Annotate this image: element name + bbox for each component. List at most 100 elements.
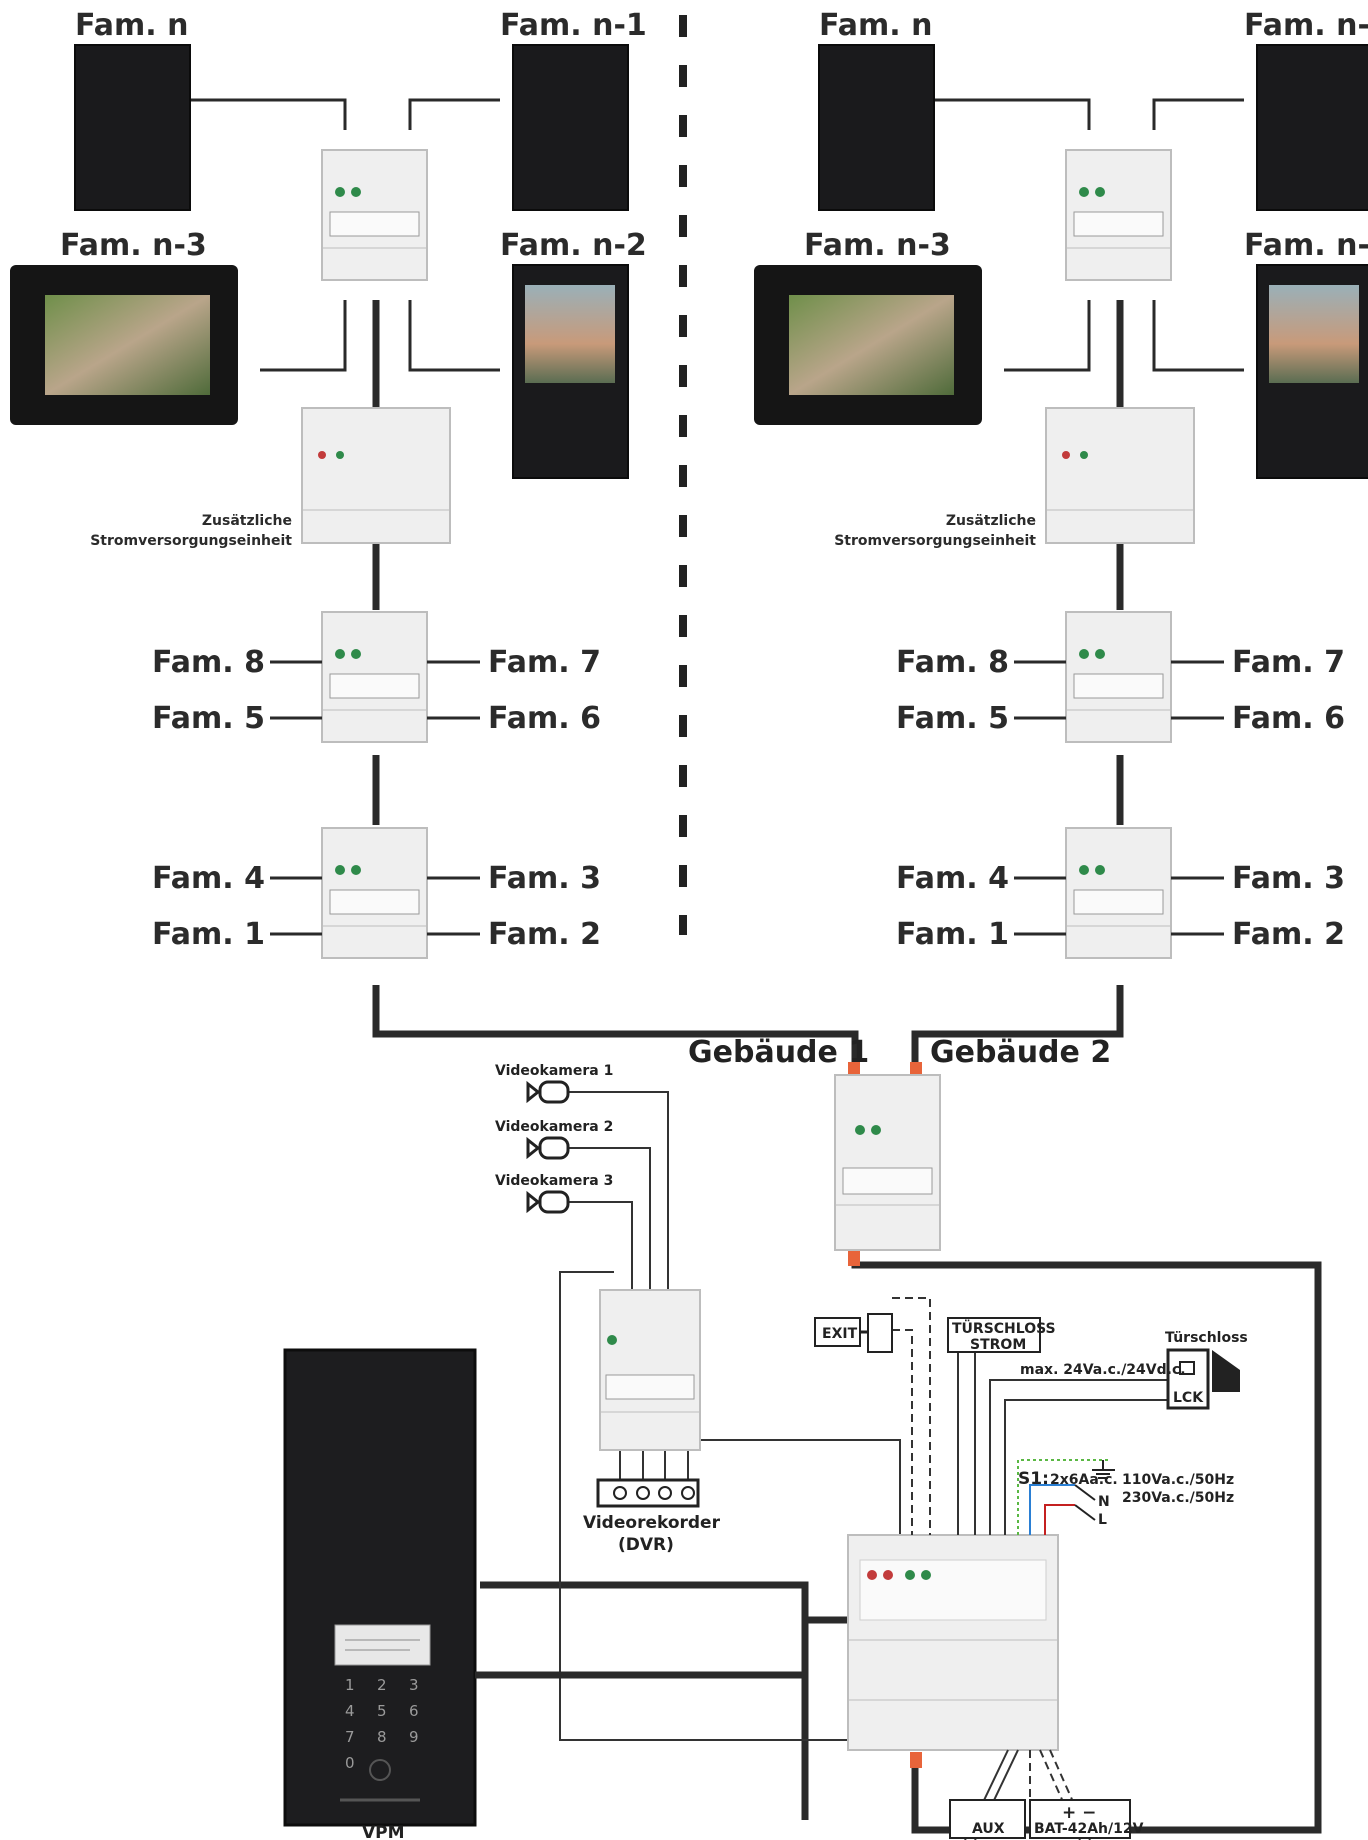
top-hub	[321, 149, 428, 281]
mains-n: N	[1098, 1494, 1110, 1510]
fam-label: Fam. 3	[1232, 861, 1345, 896]
floor-hub-1	[321, 827, 428, 959]
exit-button-box	[814, 1313, 893, 1353]
top-hub	[1065, 149, 1172, 281]
main-distribution-hub	[834, 1062, 941, 1266]
aux-label: AUX	[972, 1821, 1005, 1837]
building-2-label: Gebäude 2	[930, 1035, 1111, 1070]
portrait-monitor	[1256, 264, 1368, 479]
fam-label: Fam. 3	[488, 861, 601, 896]
camera-1-label: Videokamera 1	[495, 1063, 613, 1079]
keypad-key: 8	[377, 1728, 387, 1746]
building-2-wires	[934, 98, 1244, 372]
fam-label: Fam. 1	[896, 917, 1009, 952]
keypad-key: 6	[409, 1702, 419, 1720]
aux-box	[949, 1799, 1026, 1839]
fam-label: Fam. 6	[1232, 701, 1345, 736]
keypad-key: 2	[377, 1676, 387, 1694]
fam-label: Fam. 5	[152, 701, 265, 736]
portrait-monitor	[1256, 44, 1368, 211]
floor-hub-1	[1065, 827, 1172, 959]
monitor-label-n-1: Fam. n-1	[500, 8, 647, 43]
portrait-monitor	[512, 44, 629, 211]
camera-2-icon	[526, 1136, 570, 1160]
fam-label: Fam. 7	[488, 645, 601, 680]
lock-power-line1: TÜRSCHLOSS	[952, 1319, 1056, 1337]
psu-label-2: Stromversorgungseinheit	[90, 533, 292, 549]
dvr-label-line1: Videorekorder	[583, 1513, 721, 1533]
camera-3-label: Videokamera 3	[495, 1173, 613, 1189]
building-1-wires	[190, 98, 500, 372]
psu-label-2: Stromversorgungseinheit	[834, 533, 1036, 549]
additional-power-supply	[301, 407, 451, 544]
portrait-monitor	[818, 44, 935, 211]
psu-label-1: Zusätzliche	[946, 513, 1036, 529]
lock-code: LCK	[1173, 1390, 1204, 1406]
door-panel-keypad: 1 2 3 4 5 6 7 8 9 0	[345, 1676, 419, 1772]
battery-symbols: + −	[1062, 1803, 1096, 1823]
camera-icons	[526, 1080, 570, 1214]
camera-1-icon	[526, 1080, 570, 1104]
fam-label: Fam. 8	[896, 645, 1009, 680]
landscape-monitor	[10, 265, 238, 425]
labels-layer: Gebäude 1 Gebäude 2 Videokamera 1 Videok…	[362, 1035, 1248, 1840]
door-panel-label: VPM	[362, 1823, 405, 1840]
floor-hub-2	[1065, 611, 1172, 743]
monitor-label-n-1: Fam. n-1	[1244, 8, 1368, 43]
mains-s1: S1:	[1018, 1469, 1049, 1489]
door-lock	[1166, 1348, 1240, 1410]
building-1-label: Gebäude 1	[688, 1035, 869, 1070]
battery-box	[1029, 1799, 1131, 1839]
fam-label: Fam. 8	[152, 645, 265, 680]
panel-cable	[475, 1616, 848, 1679]
dvr-label-line2: (DVR)	[618, 1535, 674, 1555]
fam-label: Fam. 6	[488, 701, 601, 736]
monitor-label-n: Fam. n	[75, 8, 188, 43]
monitor-label-n-3: Fam. n-3	[804, 228, 951, 263]
keypad-key: 0	[345, 1754, 355, 1772]
additional-power-supply	[1045, 407, 1195, 544]
exit-label: EXIT	[822, 1326, 858, 1342]
keypad-key: 5	[377, 1702, 387, 1720]
mains-l: L	[1098, 1512, 1107, 1528]
mains-voltage-2: 230Va.c./50Hz	[1122, 1490, 1234, 1506]
portrait-monitor	[512, 264, 629, 479]
mains-switch-icon	[1074, 1460, 1115, 1521]
lock-power-box	[947, 1317, 1041, 1353]
fam-label: Fam. 4	[896, 861, 1009, 896]
mains-s1-value: 2x6Aa.c.	[1050, 1472, 1118, 1488]
monitor-label-n-2: Fam. n-2	[500, 228, 647, 263]
keypad-key: 1	[345, 1676, 355, 1694]
lock-title: Türschloss	[1165, 1330, 1248, 1346]
lock-power-line2: STROM	[970, 1337, 1026, 1353]
monitor-label-n-3: Fam. n-3	[60, 228, 207, 263]
monitor-label-n-2: Fam. n-2	[1244, 228, 1368, 263]
fam-label: Fam. 1	[152, 917, 265, 952]
fam-label: Fam. 5	[896, 701, 1009, 736]
keypad-key: 4	[345, 1702, 355, 1720]
psu-label-1: Zusätzliche	[202, 513, 292, 529]
keypad-key: 9	[409, 1728, 419, 1746]
keypad-key: 7	[345, 1728, 355, 1746]
dvr-device	[596, 1478, 700, 1508]
door-station-panel	[283, 1348, 477, 1827]
lock-voltage: max. 24Va.c./24Vd.c.	[1020, 1362, 1186, 1378]
mains-voltage-1: 110Va.c./50Hz	[1122, 1472, 1234, 1488]
keypad-key: 3	[409, 1676, 419, 1694]
landscape-monitor	[754, 265, 982, 425]
fam-label: Fam. 2	[488, 917, 601, 952]
floor-hub-2	[321, 611, 428, 743]
fam-label: Fam. 7	[1232, 645, 1345, 680]
power-supply-unit	[847, 1534, 1059, 1768]
fam-label: Fam. 2	[1232, 917, 1345, 952]
control-wiring	[892, 1297, 1180, 1840]
camera-3-icon	[526, 1190, 570, 1214]
monitor-label-n: Fam. n	[819, 8, 932, 43]
camera-switcher-hub	[599, 1289, 701, 1451]
portrait-monitor	[74, 44, 191, 211]
